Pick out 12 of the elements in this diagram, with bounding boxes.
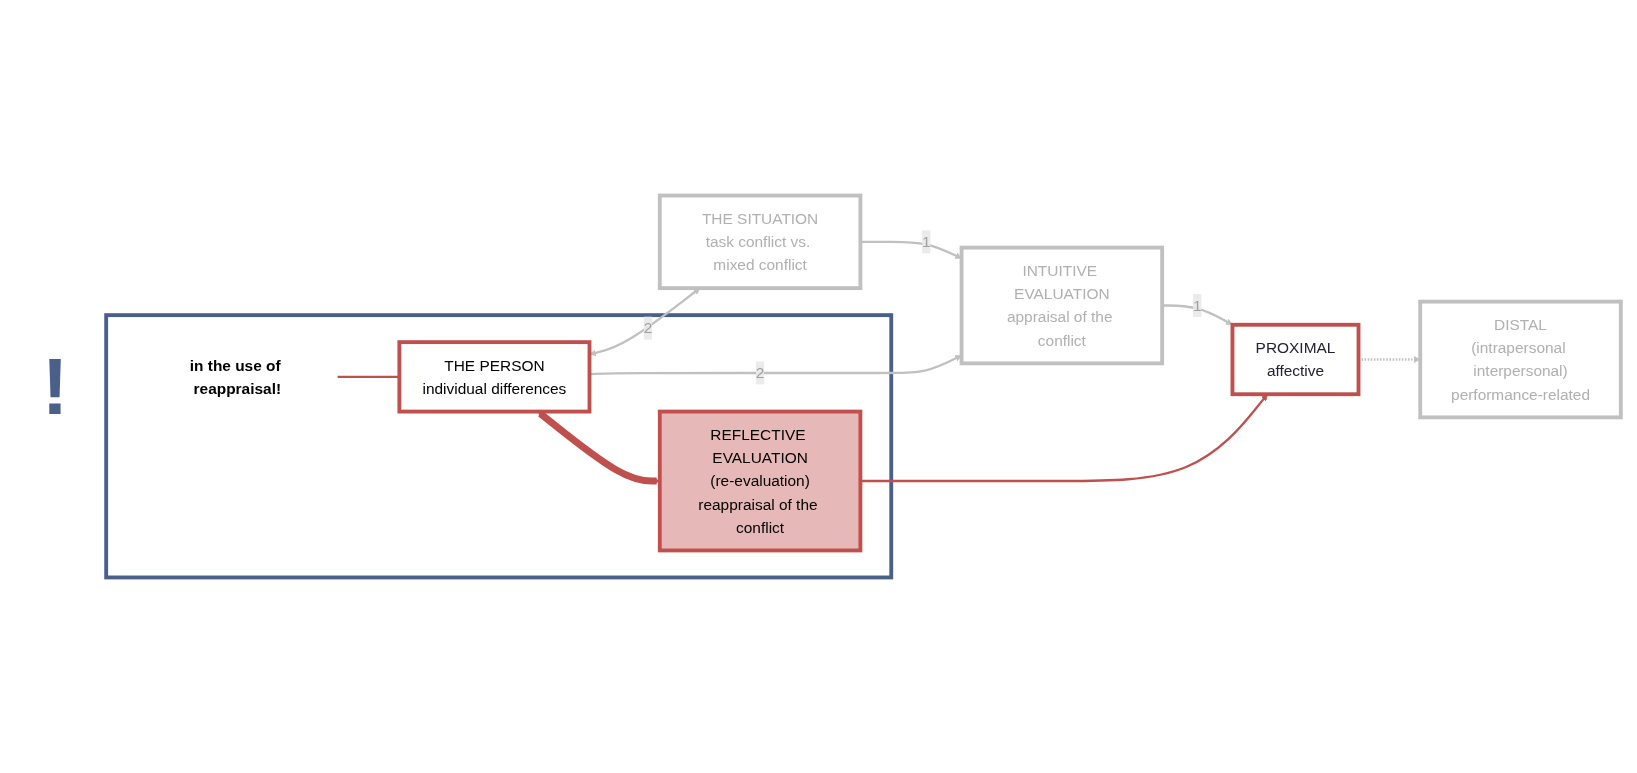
node-box: THE PERSON individual differences	[397, 340, 592, 414]
exclamation-mark: !	[41, 340, 69, 433]
node-text: in the use of reappraisal!	[189, 356, 282, 397]
node-box: PROXIMAL affective	[1230, 322, 1361, 397]
node-box: DISTAL (intrapersonal interpersonal) performance-related	[1418, 299, 1623, 420]
edge-label: 2	[643, 319, 653, 337]
edge-label: 1	[1193, 297, 1202, 314]
edge-label: 1	[922, 233, 931, 251]
node-box: REFLECTIVE EVALUATION (re-evaluation) reappraisal of the conflict	[657, 409, 863, 553]
node-box: THE SITUATION task conflict vs. mixed conflict	[657, 193, 863, 291]
node-box: INTUITIVE EVALUATION appraisal of the conflict	[959, 245, 1165, 366]
edge-label: 2	[755, 364, 765, 382]
